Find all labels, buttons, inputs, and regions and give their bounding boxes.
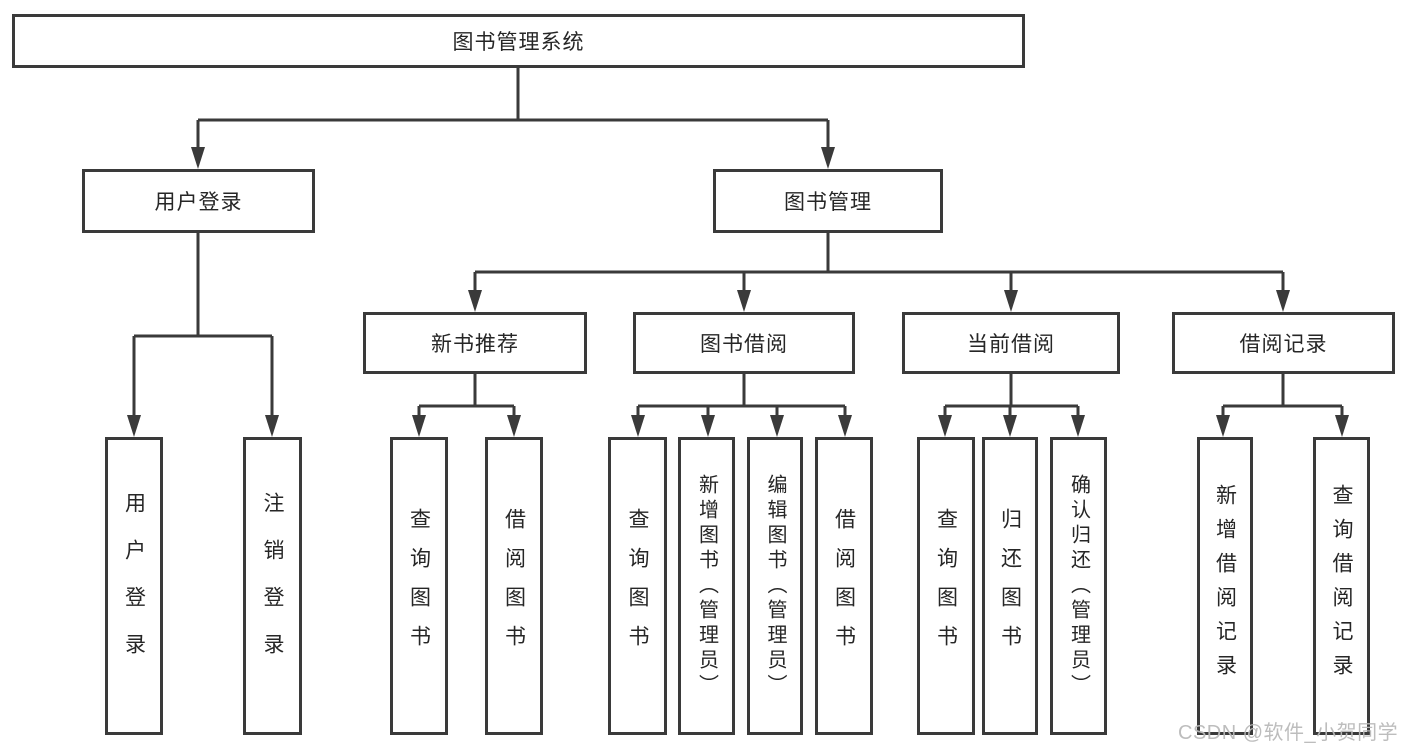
leaf-logout: 注销登录 bbox=[243, 437, 302, 735]
leaf-records-query-label: 查询借阅记录 bbox=[1330, 484, 1353, 688]
node-root-label: 图书管理系统 bbox=[452, 31, 585, 54]
leaf-records-add: 新增借阅记录 bbox=[1197, 437, 1253, 735]
csdn-watermark: CSDN @软件_小贺同学 bbox=[1178, 722, 1399, 744]
leaf-borrow-edit-admin: 编辑图书（管理员） bbox=[747, 437, 803, 735]
leaf-borrow-add-admin: 新增图书（管理员） bbox=[678, 437, 735, 735]
leaf-current-return-label: 归还图书 bbox=[998, 508, 1022, 664]
leaf-newbook-borrow: 借阅图书 bbox=[485, 437, 543, 735]
node-new-book-recommend: 新书推荐 bbox=[363, 312, 587, 374]
leaf-borrow-borrow: 借阅图书 bbox=[815, 437, 873, 735]
leaf-current-query-label: 查询图书 bbox=[934, 508, 958, 664]
node-book-borrow: 图书借阅 bbox=[633, 312, 855, 374]
leaf-newbook-borrow-label: 借阅图书 bbox=[502, 508, 526, 664]
node-current-borrow-label: 当前借阅 bbox=[967, 333, 1055, 356]
leaf-current-return: 归还图书 bbox=[982, 437, 1038, 735]
node-root-system: 图书管理系统 bbox=[12, 14, 1025, 68]
node-new-book-recommend-label: 新书推荐 bbox=[431, 333, 519, 356]
leaf-borrow-borrow-label: 借阅图书 bbox=[832, 508, 856, 664]
node-book-management: 图书管理 bbox=[713, 169, 943, 233]
leaf-records-query: 查询借阅记录 bbox=[1313, 437, 1370, 735]
leaf-newbook-query: 查询图书 bbox=[390, 437, 448, 735]
node-user-login: 用户登录 bbox=[82, 169, 315, 233]
leaf-borrow-query-label: 查询图书 bbox=[626, 508, 649, 664]
node-borrow-records: 借阅记录 bbox=[1172, 312, 1395, 374]
leaf-user-login: 用户登录 bbox=[105, 437, 163, 735]
leaf-current-confirm-admin: 确认归还（管理员） bbox=[1050, 437, 1107, 735]
leaf-current-query: 查询图书 bbox=[917, 437, 975, 735]
leaf-borrow-edit-admin-label: 编辑图书（管理员） bbox=[764, 473, 786, 699]
node-borrow-records-label: 借阅记录 bbox=[1239, 333, 1328, 356]
node-book-borrow-label: 图书借阅 bbox=[700, 333, 788, 356]
leaf-current-confirm-admin-label: 确认归还（管理员） bbox=[1067, 473, 1090, 699]
leaf-borrow-add-admin-label: 新增图书（管理员） bbox=[695, 473, 718, 699]
leaf-borrow-query: 查询图书 bbox=[608, 437, 667, 735]
leaf-logout-label: 注销登录 bbox=[261, 492, 284, 680]
leaf-records-add-label: 新增借阅记录 bbox=[1213, 484, 1237, 688]
leaf-user-login-label: 用户登录 bbox=[122, 492, 146, 680]
leaf-newbook-query-label: 查询图书 bbox=[407, 508, 431, 664]
arrowheads bbox=[127, 147, 1349, 437]
node-user-login-label: 用户登录 bbox=[154, 191, 243, 214]
node-current-borrow: 当前借阅 bbox=[902, 312, 1120, 374]
node-book-management-label: 图书管理 bbox=[784, 191, 872, 214]
